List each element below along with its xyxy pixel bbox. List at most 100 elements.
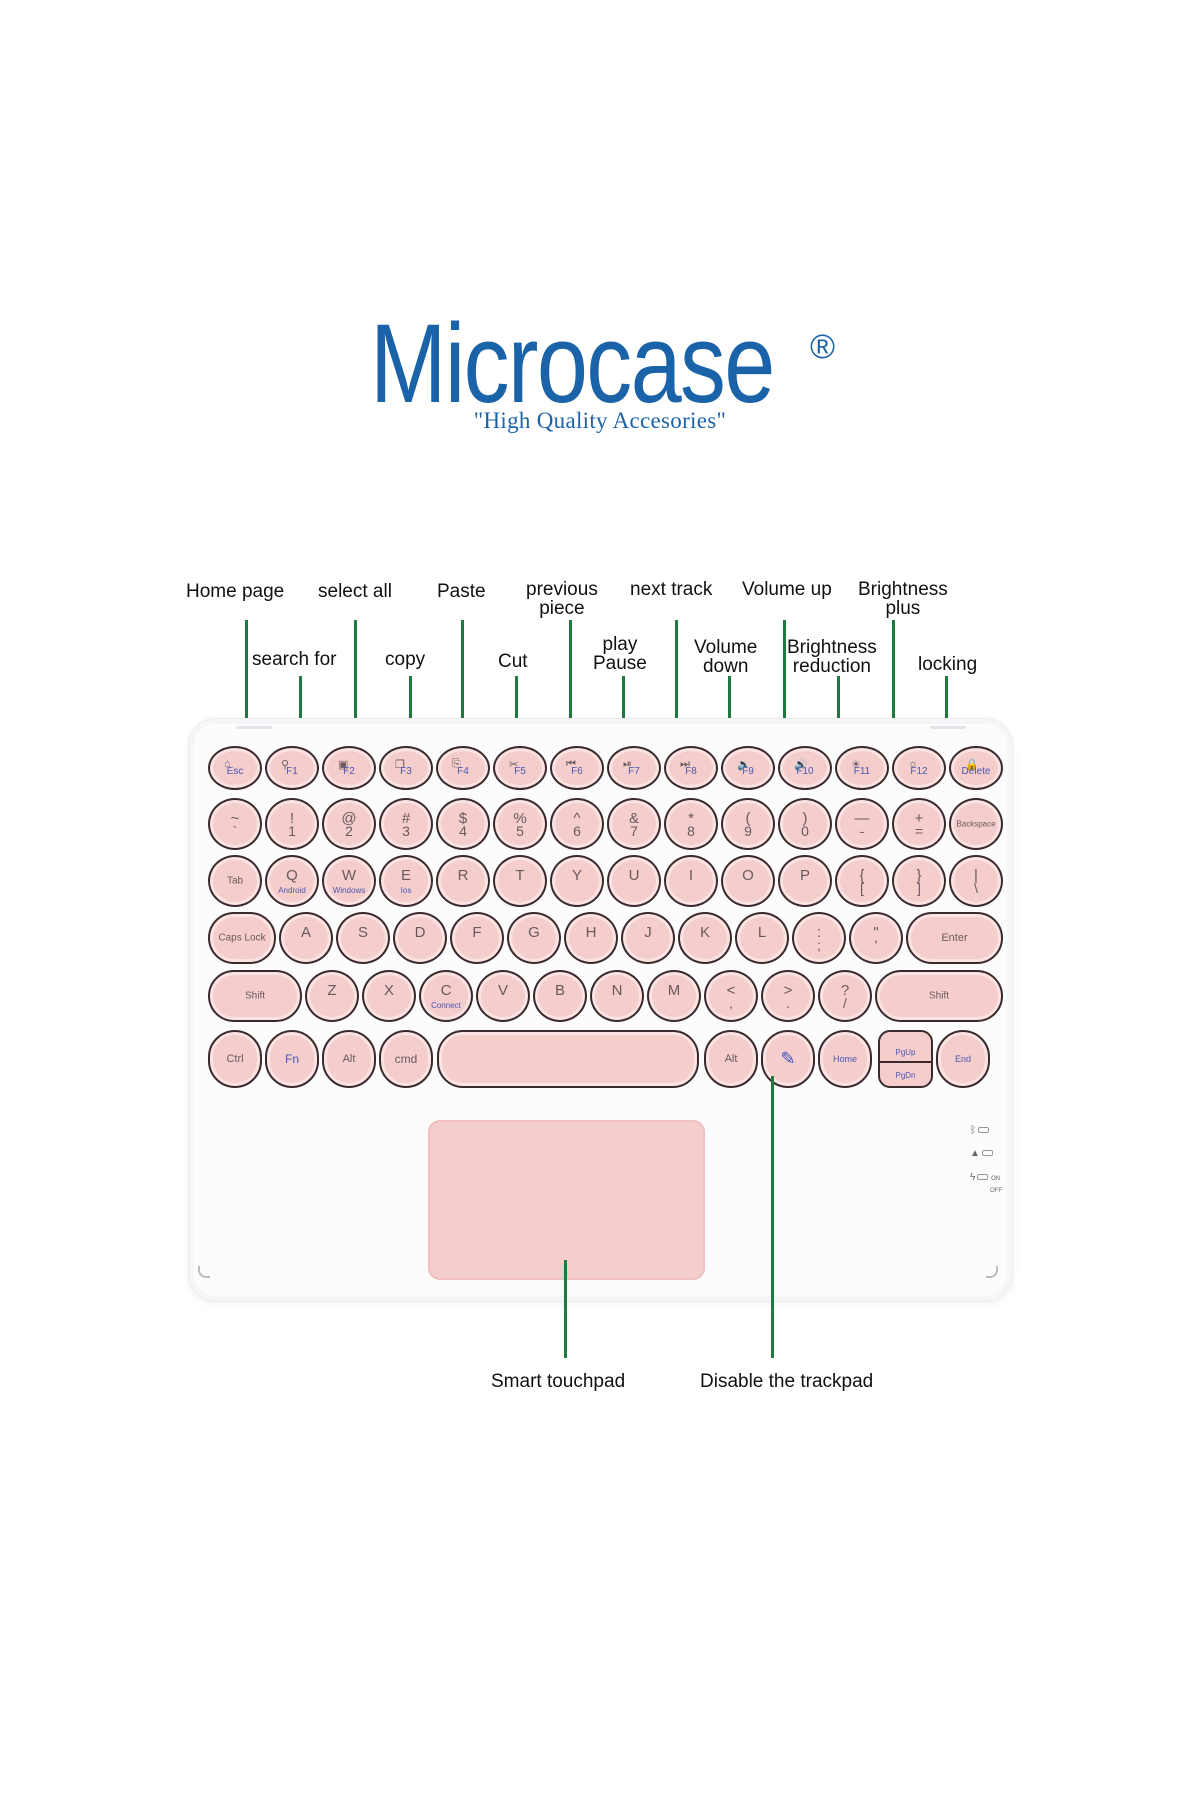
volume-down-icon: 🔉: [737, 759, 751, 771]
key-home[interactable]: Home: [818, 1030, 872, 1088]
key-f[interactable]: F: [450, 912, 504, 964]
caps-lock-icon: ▲: [970, 1148, 980, 1159]
key-space[interactable]: [437, 1030, 699, 1088]
key-f8[interactable]: ⏭F8: [664, 746, 718, 790]
key-p[interactable]: P: [778, 855, 832, 907]
caps-indicator: ▲: [970, 1148, 993, 1159]
key-l[interactable]: L: [735, 912, 789, 964]
key-bracket-left[interactable]: {[: [835, 855, 889, 907]
key-trackpad-toggle[interactable]: ✎: [761, 1030, 815, 1088]
key-period[interactable]: >.: [761, 970, 815, 1022]
key-1[interactable]: !1: [265, 798, 319, 850]
key-delete[interactable]: 🔒Delete: [949, 746, 1003, 790]
key-cmd[interactable]: cmd: [379, 1030, 433, 1088]
bluetooth-indicator: ᛒ: [970, 1125, 989, 1136]
key-pgup[interactable]: PgUp: [880, 1034, 931, 1063]
key-3[interactable]: #3: [379, 798, 433, 850]
key-end[interactable]: End: [936, 1030, 990, 1088]
key-fn[interactable]: Fn: [265, 1030, 319, 1088]
key-esc[interactable]: ⌂Esc: [208, 746, 262, 790]
touchpad[interactable]: [428, 1120, 705, 1280]
key-shift-left[interactable]: Shift: [208, 970, 302, 1022]
key-8[interactable]: *8: [664, 798, 718, 850]
pointer-select-all: [354, 620, 357, 758]
key-u[interactable]: U: [607, 855, 661, 907]
key-m[interactable]: M: [647, 970, 701, 1022]
key-f4[interactable]: ⎘F4: [436, 746, 490, 790]
trackpad-disable-icon: ✎: [780, 1048, 796, 1069]
key-0[interactable]: )0: [778, 798, 832, 850]
key-d[interactable]: D: [393, 912, 447, 964]
key-slash[interactable]: ?/: [818, 970, 872, 1022]
brightness-down-icon: ☀: [851, 759, 861, 771]
label-locking: locking: [918, 654, 978, 675]
key-j[interactable]: J: [621, 912, 675, 964]
key-z[interactable]: Z: [305, 970, 359, 1022]
key-9[interactable]: (9: [721, 798, 775, 850]
key-pgup-pgdn[interactable]: PgUp PgDn: [878, 1030, 933, 1088]
label-disable-trackpad: Disable the trackpad: [700, 1371, 874, 1392]
key-f1[interactable]: ⚲F1: [265, 746, 319, 790]
key-alt-right[interactable]: Alt: [704, 1030, 758, 1088]
key-tilde[interactable]: ~`: [208, 798, 262, 850]
key-x[interactable]: X: [362, 970, 416, 1022]
key-f12[interactable]: ☼F12: [892, 746, 946, 790]
key-alt-left[interactable]: Alt: [322, 1030, 376, 1088]
key-7[interactable]: &7: [607, 798, 661, 850]
key-f5[interactable]: ✂F5: [493, 746, 547, 790]
cut-icon: ✂: [509, 759, 519, 771]
key-o[interactable]: O: [721, 855, 775, 907]
key-f9[interactable]: 🔉F9: [721, 746, 775, 790]
key-i[interactable]: I: [664, 855, 718, 907]
key-tab[interactable]: Tab: [208, 855, 262, 907]
key-s[interactable]: S: [336, 912, 390, 964]
key-quote[interactable]: "': [849, 912, 903, 964]
key-enter[interactable]: Enter: [906, 912, 1003, 964]
previous-track-icon: ⏮: [566, 758, 576, 770]
key-pgdn[interactable]: PgDn: [895, 1071, 916, 1080]
select-all-icon: ▣: [338, 759, 349, 771]
key-2[interactable]: @2: [322, 798, 376, 850]
key-ctrl[interactable]: Ctrl: [208, 1030, 262, 1088]
key-minus[interactable]: —-: [835, 798, 889, 850]
pointer-cut: [515, 676, 518, 758]
key-bracket-right[interactable]: }]: [892, 855, 946, 907]
key-f2[interactable]: ▣F2: [322, 746, 376, 790]
key-shift-right[interactable]: Shift: [875, 970, 1003, 1022]
key-n[interactable]: N: [590, 970, 644, 1022]
key-4[interactable]: $4: [436, 798, 490, 850]
key-backslash[interactable]: |\: [949, 855, 1003, 907]
key-y[interactable]: Y: [550, 855, 604, 907]
key-f7[interactable]: ⏯F7: [607, 746, 661, 790]
key-h[interactable]: H: [564, 912, 618, 964]
key-k[interactable]: K: [678, 912, 732, 964]
bluetooth-icon: ᛒ: [970, 1125, 976, 1136]
key-f6[interactable]: ⏮F6: [550, 746, 604, 790]
key-a[interactable]: A: [279, 912, 333, 964]
key-f3[interactable]: ❐F3: [379, 746, 433, 790]
key-f11[interactable]: ☀F11: [835, 746, 889, 790]
key-caps-lock[interactable]: Caps Lock: [208, 912, 276, 964]
key-equals[interactable]: +=: [892, 798, 946, 850]
lock-icon: 🔒: [965, 759, 979, 771]
key-backspace[interactable]: Backspace: [949, 798, 1003, 850]
key-f10[interactable]: 🔊F10: [778, 746, 832, 790]
key-g[interactable]: G: [507, 912, 561, 964]
key-t[interactable]: T: [493, 855, 547, 907]
key-6[interactable]: ^6: [550, 798, 604, 850]
key-5[interactable]: %5: [493, 798, 547, 850]
key-semicolon[interactable]: :;: [792, 912, 846, 964]
key-v[interactable]: V: [476, 970, 530, 1022]
pointer-volume-down: [728, 676, 731, 758]
pointer-smart-touchpad: [564, 1260, 567, 1358]
label-next-track: next track: [630, 579, 713, 600]
key-r[interactable]: R: [436, 855, 490, 907]
key-b[interactable]: B: [533, 970, 587, 1022]
key-comma[interactable]: <,: [704, 970, 758, 1022]
